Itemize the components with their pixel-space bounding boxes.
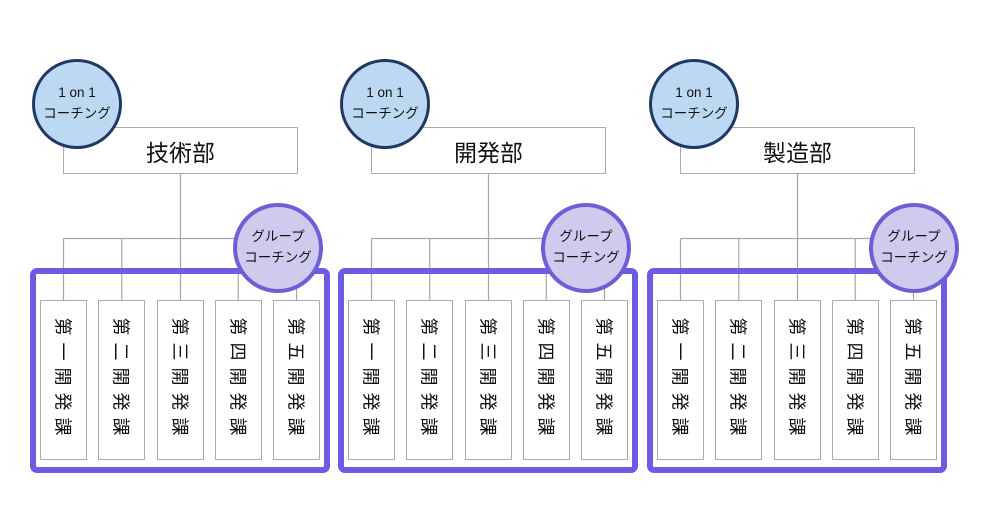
division-container: 第一開発課 第二開発課 第三開発課 第四開発課 第五開発課	[647, 268, 947, 473]
division-box: 第一開発課	[657, 300, 704, 460]
badge-line: コーチング	[552, 250, 620, 265]
department-label: 開発部	[454, 139, 523, 166]
division-label: 第五開発課	[902, 317, 923, 443]
division-box: 第三開発課	[773, 300, 821, 460]
division-box: 第一開発課	[40, 300, 87, 460]
division-label: 第三開発課	[786, 317, 806, 443]
division-box: 第四開発課	[831, 300, 879, 460]
badge-line: コーチング	[880, 250, 948, 265]
division-container: 第一開発課 第二開発課 第三開発課 第四開発課 第五開発課	[338, 268, 638, 473]
division-box: 第一開発課	[348, 300, 395, 460]
badge-line: グループ	[559, 229, 613, 245]
division-box: 第二開発課	[98, 300, 146, 460]
division-label: 第一開発課	[669, 317, 690, 443]
division-label: 第一開発課	[360, 317, 381, 443]
division-label: 第二開発課	[727, 317, 748, 443]
badge-line: 1 on 1	[366, 85, 404, 101]
badge-line: コーチング	[351, 106, 419, 121]
division-label: 第五開発課	[593, 317, 614, 443]
badge-line: コーチング	[660, 106, 728, 121]
one-on-one-coaching-badge: 1 on 1 コーチング	[32, 59, 122, 149]
division-box: 第五開発課	[273, 300, 320, 460]
department-box: 製造部	[680, 127, 915, 174]
division-box: 第五開発課	[890, 300, 937, 460]
department-box: 技術部	[63, 127, 298, 174]
division-label: 第四開発課	[844, 317, 865, 443]
department-group-3: 製造部 第一開発課 第二開発課 第三開発課 第四開発課 第五開発課 1 on 1…	[645, 0, 959, 515]
division-label: 第一開発課	[52, 317, 73, 443]
group-coaching-badge: グループ コーチング	[869, 203, 959, 293]
one-on-one-coaching-badge: 1 on 1 コーチング	[340, 59, 430, 149]
department-group-1: 技術部 第一開発課 第二開発課 第三開発課 第四開発課 第五開発課 1 on 1…	[28, 0, 338, 515]
division-container: 第一開発課 第二開発課 第三開発課 第四開発課 第五開発課	[30, 268, 330, 473]
badge-line: 1 on 1	[675, 85, 713, 101]
badge-line: コーチング	[244, 250, 312, 265]
division-box: 第五開発課	[581, 300, 628, 460]
one-on-one-coaching-badge: 1 on 1 コーチング	[649, 59, 739, 149]
badge-line: グループ	[251, 229, 305, 245]
group-coaching-badge: グループ コーチング	[541, 203, 631, 293]
division-label: 第四開発課	[535, 317, 556, 443]
badge-line: グループ	[887, 229, 941, 245]
department-label: 技術部	[146, 139, 215, 166]
group-coaching-badge: グループ コーチング	[233, 203, 323, 293]
division-box: 第四開発課	[214, 300, 262, 460]
division-label: 第二開発課	[418, 317, 439, 443]
department-label: 製造部	[763, 139, 832, 166]
badge-line: コーチング	[43, 106, 111, 121]
division-box: 第三開発課	[156, 300, 204, 460]
division-label: 第五開発課	[285, 317, 306, 443]
division-label: 第二開発課	[110, 317, 131, 443]
division-label: 第三開発課	[169, 317, 189, 443]
badge-line: 1 on 1	[58, 85, 96, 101]
department-group-2: 開発部 第一開発課 第二開発課 第三開発課 第四開発課 第五開発課 1 on 1…	[336, 0, 646, 515]
division-box: 第四開発課	[522, 300, 570, 460]
division-label: 第四開発課	[227, 317, 248, 443]
division-box: 第三開発課	[464, 300, 512, 460]
division-label: 第三開発課	[477, 317, 497, 443]
division-box: 第二開発課	[715, 300, 763, 460]
division-box: 第二開発課	[406, 300, 454, 460]
